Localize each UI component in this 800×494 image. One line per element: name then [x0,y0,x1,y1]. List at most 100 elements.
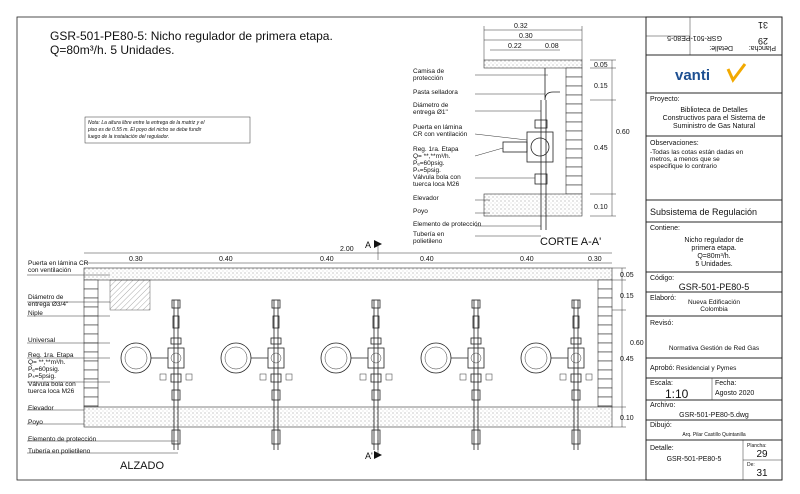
svg-text:Subsistema de Regulación: Subsistema de Regulación [650,207,757,217]
logo-check-icon [726,63,747,83]
svg-text:protección: protección [413,75,443,82]
svg-text:luego de la instalación del re: luego de la instalación del regulador. [88,134,169,140]
svg-text:Tubería en: Tubería en [413,231,445,238]
svg-text:Escala:: Escala: [650,380,673,387]
svg-text:0.45: 0.45 [620,356,634,363]
svg-text:0.40: 0.40 [320,256,334,263]
brick [597,396,613,407]
brick [597,378,613,389]
brick [597,324,613,335]
svg-text:Nicho regulador de: Nicho regulador de [684,237,743,244]
section-aa-title: CORTE A-A' [540,236,601,248]
brick [83,333,99,344]
svg-text:A': A' [365,451,373,461]
svg-text:0.15: 0.15 [594,83,608,90]
svg-text:Archivo:: Archivo: [650,402,675,409]
brick [565,175,583,186]
svg-text:Diámetro de: Diámetro de [413,102,449,109]
svg-text:Q=80m³/h.: Q=80m³/h. [697,253,730,260]
svg-text:metros, a menos que se: metros, a menos que se [650,156,720,163]
svg-text:Plancha:: Plancha: [749,44,776,51]
elevation: 2.00 A A' 0.30 0.40 0.40 0.40 0.40 0.30 … [27,240,644,472]
svg-text:0.08: 0.08 [545,43,559,50]
svg-text:0.40: 0.40 [520,256,534,263]
brick [597,315,613,326]
brick [83,288,99,299]
svg-text:0.32: 0.32 [514,23,528,30]
brick [565,112,583,123]
svg-text:Tubería en polietileno: Tubería en polietileno [28,448,91,455]
svg-text:polietileno: polietileno [413,238,443,245]
svg-text:Arq. Pilar Castillo Quintanill: Arq. Pilar Castillo Quintanilla [682,432,746,438]
svg-text:Normativa Gestión de Red Gas: Normativa Gestión de Red Gas [669,345,760,352]
svg-text:GSR-501-PE80-5.dwg: GSR-501-PE80-5.dwg [679,412,749,419]
svg-text:29: 29 [756,449,768,460]
brick [565,139,583,150]
brick [597,351,613,362]
svg-text:Niple: Niple [28,310,43,317]
svg-text:Elevador: Elevador [413,195,439,202]
svg-text:-Todas las cotas están dadas e: -Todas las cotas están dadas en [650,149,744,156]
svg-text:Contiene:: Contiene: [650,225,680,232]
brick [565,130,583,141]
svg-text:Observaciones:: Observaciones: [650,140,699,147]
brick [565,121,583,132]
svg-text:entrega Ø1": entrega Ø1" [413,109,449,116]
svg-text:Elemento de protección: Elemento de protección [413,221,482,228]
svg-text:con ventilación: con ventilación [28,267,71,274]
svg-text:Q= **,**m³/h.: Q= **,**m³/h. [28,359,66,366]
brick [83,324,99,335]
brick [83,297,99,308]
svg-text:GSR-501-PE80-5: GSR-501-PE80-5 [667,456,722,463]
svg-text:31: 31 [756,468,768,479]
svg-text:A: A [365,240,371,250]
brick [83,360,99,371]
svg-text:Elemento de protección: Elemento de protección [28,436,97,443]
elevation-title: ALZADO [120,460,164,472]
svg-text:Elaboró:: Elaboró: [650,295,676,302]
brick [83,342,99,353]
brick [565,166,583,177]
svg-text:Colombia: Colombia [700,306,728,313]
title-block: Plancha: 29 31 Detalle: GSR-501-PE80-5 v… [645,16,783,481]
svg-text:GSR-501-PE80-5: GSR-501-PE80-5 [667,34,722,41]
svg-text:Código:: Código: [650,275,674,282]
svg-text:31: 31 [758,20,768,30]
svg-text:Válvula bola con: Válvula bola con [28,381,76,388]
svg-text:0.60: 0.60 [616,129,630,136]
svg-text:0.40: 0.40 [420,256,434,263]
svg-text:Revisó:: Revisó: [650,320,673,327]
svg-text:CR con ventilación: CR con ventilación [413,131,468,138]
svg-text:Elevador: Elevador [28,405,54,412]
svg-text:GSR-501-PE80-5: GSR-501-PE80-5 [679,282,750,292]
regulator-unit [520,299,593,450]
svg-text:Biblioteca de Detalles: Biblioteca de Detalles [680,107,748,114]
svg-text:0.10: 0.10 [620,415,634,422]
svg-text:tuerca loca M26: tuerca loca M26 [28,388,75,395]
brick [565,157,583,168]
svg-text:Reg. 1ra. Etapa: Reg. 1ra. Etapa [28,352,74,359]
brick [83,369,99,380]
svg-text:Nota: La altura libre entre la: Nota: La altura libre entre la entrega d… [88,120,205,126]
svg-text:Suministro de Gas Natural: Suministro de Gas Natural [673,123,756,130]
brick [597,333,613,344]
brick [597,360,613,371]
svg-text:Detalle:: Detalle: [650,445,674,452]
svg-text:Dibujó:: Dibujó: [650,422,672,429]
brick [565,103,583,114]
svg-text:Residencial y Pymes: Residencial y Pymes [676,365,737,372]
svg-text:0.30: 0.30 [588,256,602,263]
svg-text:0.40: 0.40 [219,256,233,263]
svg-text:5 Unidades.: 5 Unidades. [695,261,732,268]
svg-text:Nueva Edificación: Nueva Edificación [688,299,740,306]
drawing-subtitle: Q=80m³/h. 5 Unidades. [50,43,174,57]
brick [83,387,99,398]
svg-text:Plancha:: Plancha: [747,443,766,449]
svg-text:entrega Ø3/4": entrega Ø3/4" [28,301,69,308]
svg-text:Poyo: Poyo [28,419,43,426]
brick [597,342,613,353]
brick [597,288,613,299]
svg-text:0.22: 0.22 [508,43,522,50]
brick [597,306,613,317]
svg-text:Q= **,**m³/h.: Q= **,**m³/h. [413,153,451,160]
